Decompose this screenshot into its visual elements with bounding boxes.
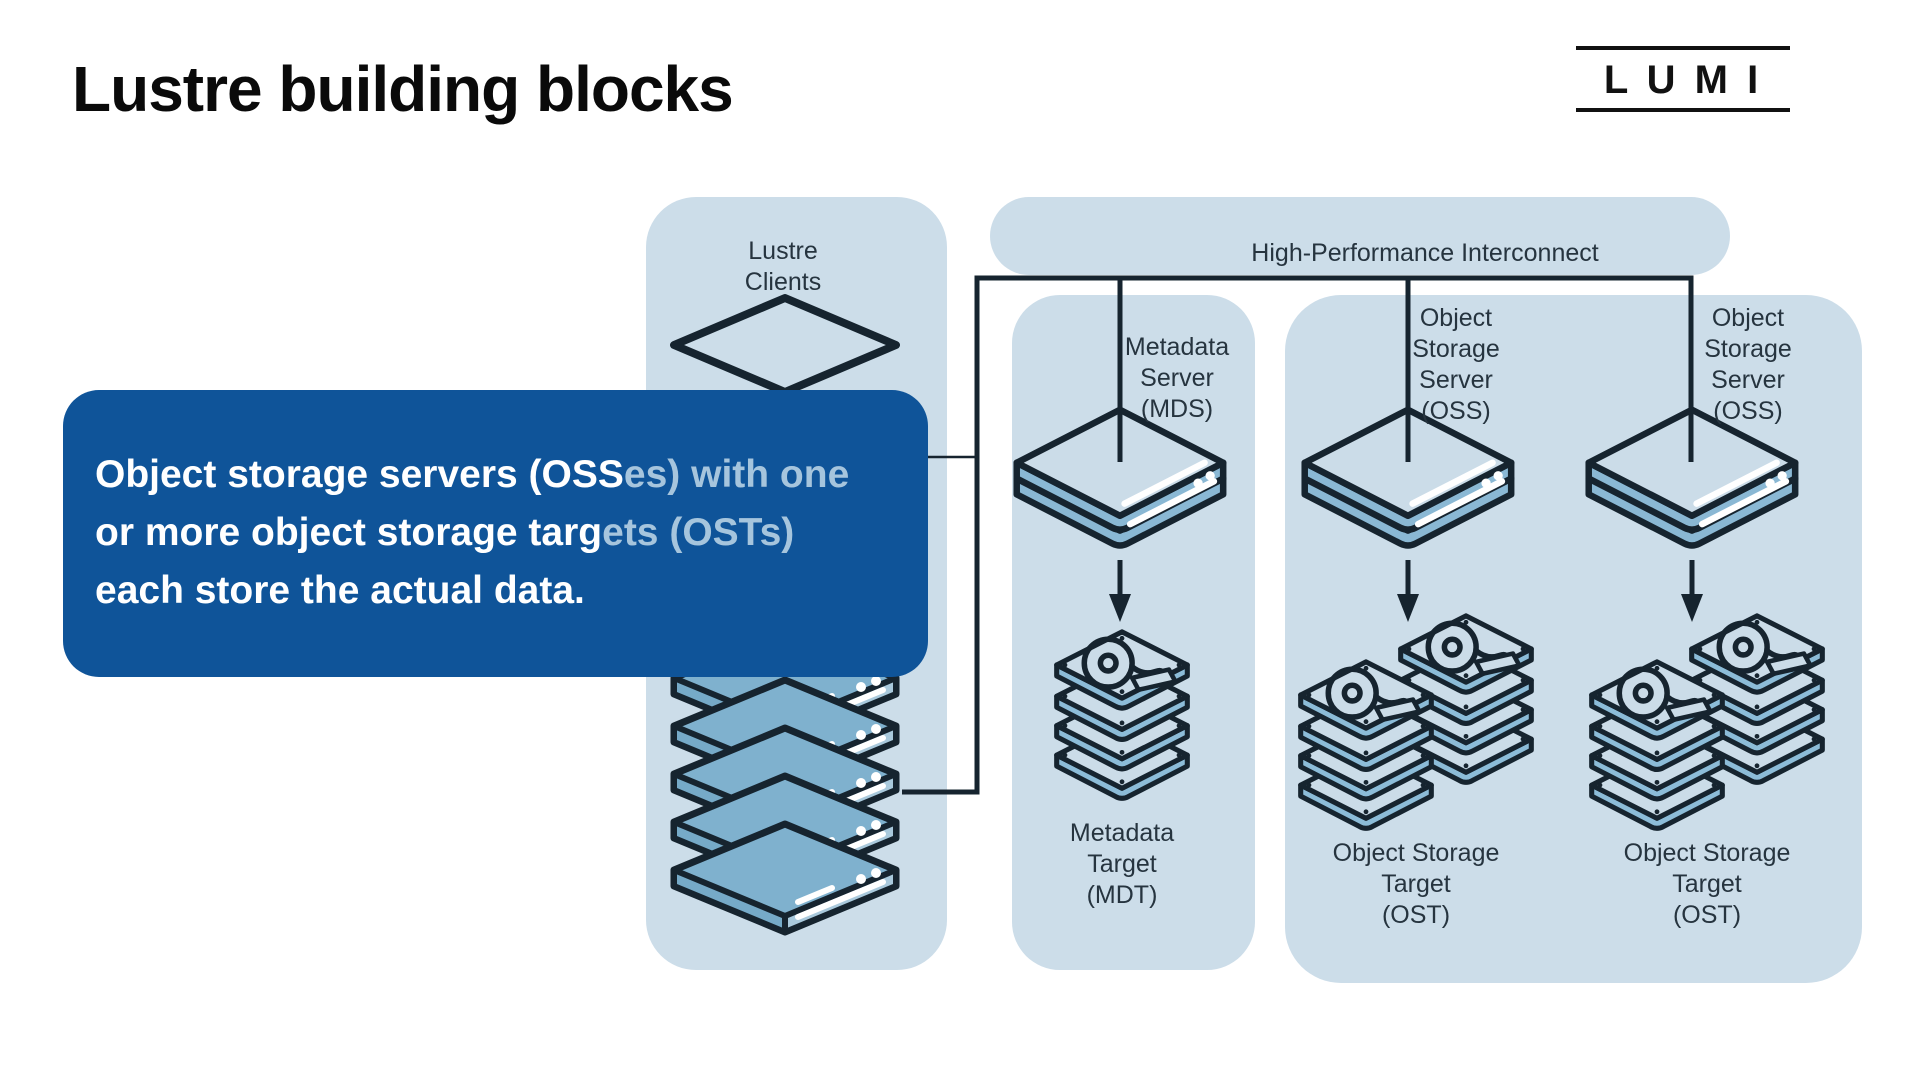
- ost1-label: Object Storage Target (OST): [1332, 839, 1500, 929]
- callout-line-1-highlight: es) with one: [623, 453, 850, 496]
- callout-line-1-main: Object storage servers (OSS: [95, 453, 624, 496]
- oss1-label: Object Storage Server (OSS): [1412, 304, 1500, 425]
- callout-line-3-main: each store the actual data.: [95, 569, 585, 612]
- ost2-label: Object Storage Target (OST): [1623, 839, 1791, 929]
- callout-line-2: or more object storage targets (OSTs): [95, 504, 898, 562]
- interconnect-label: High-Performance Interconnect: [1251, 239, 1599, 267]
- callout-line-2-main: or more object storage targ: [95, 511, 603, 554]
- lumi-logo: L U M I: [1576, 46, 1790, 112]
- mds-label: Metadata Server (MDS): [1124, 333, 1230, 423]
- lumi-logo-text: L U M I: [1603, 58, 1763, 102]
- oss2-label: Object Storage Server (OSS): [1704, 304, 1792, 425]
- page-title: Lustre building blocks: [72, 53, 734, 125]
- callout-line-3: each store the actual data.: [95, 562, 898, 620]
- oss-callout: Object storage servers (OSSes) with one …: [63, 390, 928, 677]
- lustre-clients-label: Lustre Clients: [744, 237, 822, 296]
- callout-line-2-highlight: ets (OSTs): [602, 511, 795, 554]
- callout-line-1: Object storage servers (OSSes) with one: [95, 446, 898, 504]
- mdt-label: Metadata Target (MDT): [1069, 819, 1175, 909]
- interconnect-bar: [990, 197, 1730, 275]
